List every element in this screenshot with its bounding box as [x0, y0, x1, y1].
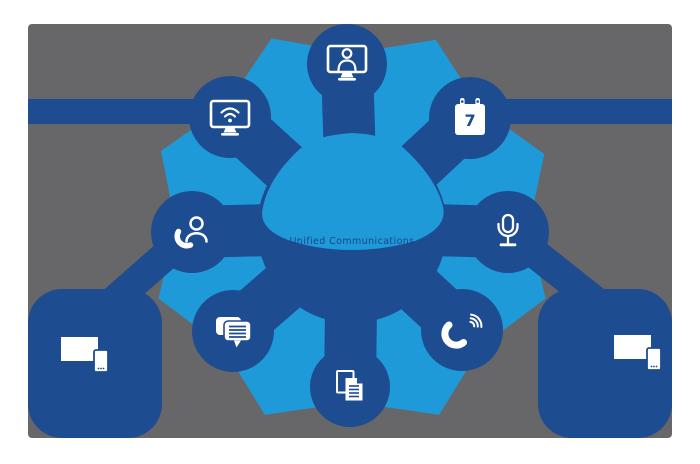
tv-smartphone-icon: [61, 337, 109, 373]
center-label: Unified Communications: [289, 236, 414, 247]
center-shield: [262, 133, 444, 250]
left-edge-band: [28, 99, 210, 124]
microphone-icon: [497, 213, 519, 247]
documents-icon: [336, 370, 363, 401]
connector-bands: [28, 99, 672, 124]
calendar-day-number: 7: [464, 111, 475, 130]
node-top: [307, 24, 387, 104]
right-edge-band: [490, 99, 672, 124]
node-middle-left: [151, 191, 233, 273]
chat-bubbles-icon: [216, 317, 252, 348]
node-lower-right: [421, 289, 503, 371]
phone-signal-icon: [441, 313, 483, 349]
node-far-right: [538, 289, 672, 438]
monitor-smartphone-icon: [614, 335, 662, 371]
calendar-icon: 7: [455, 98, 485, 135]
node-upper-left: [189, 76, 271, 158]
monitor-wifi-icon: [209, 99, 251, 137]
person-handset-icon: [174, 216, 208, 249]
video-conference-monitor-icon: [326, 44, 368, 82]
